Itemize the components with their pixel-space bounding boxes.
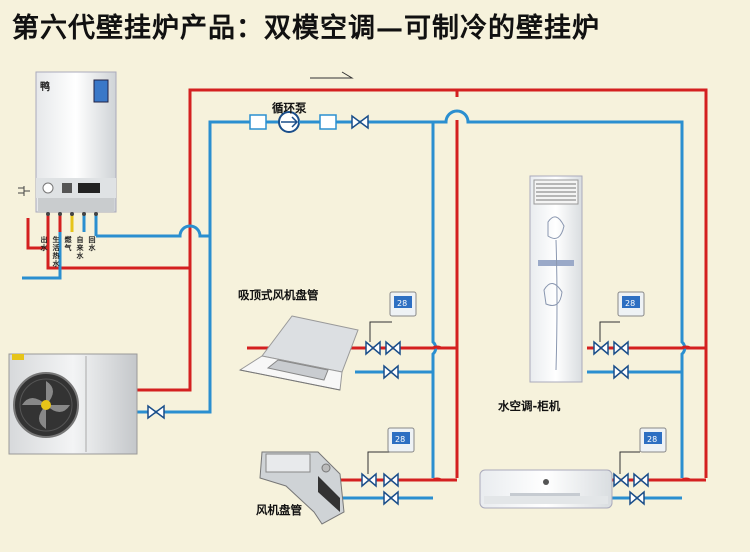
valve-fancoil-supply-b-icon (383, 472, 399, 488)
heat-pump-unit (8, 353, 138, 455)
wire-cassette (369, 321, 392, 342)
valve-cassette-return-icon (383, 364, 399, 380)
thermostats: 28 28 28 28 (387, 291, 667, 453)
fan-ring (19, 378, 73, 432)
port-dot (70, 212, 74, 216)
wall-ac-louver (484, 496, 608, 504)
valve-cabinet-return-icon (613, 364, 629, 380)
fancoil-top (265, 453, 311, 473)
valve-wall-return-icon (629, 490, 645, 506)
pump-valve-icon (351, 114, 369, 130)
wire-fancoil (367, 451, 390, 474)
pipe-crossovers (425, 345, 706, 482)
cabinet-body (529, 175, 583, 383)
thermostat-screen (392, 432, 410, 444)
pump-arrow-icon (281, 116, 299, 128)
return-heatpump (137, 236, 212, 414)
valves (147, 340, 649, 506)
cassette-label: 吸顶式风机盘管 (238, 288, 319, 302)
port-label-gas: 燃气 (64, 236, 72, 252)
return-riser-right (433, 109, 687, 478)
boiler-display (78, 183, 100, 193)
port-dot (82, 212, 86, 216)
fancoil-outlet-icon (318, 476, 340, 512)
supply-heatpump (137, 268, 192, 392)
valve-cassette-supply-b-icon (385, 340, 401, 356)
thermostat-screen (644, 432, 662, 444)
thermostat-fancoil: 28 (387, 427, 415, 453)
boiler-logo: 鸭 (40, 80, 50, 93)
valve-wall-supply-b-icon (633, 472, 649, 488)
fan-blades-icon (22, 381, 70, 429)
crossover-cassette (425, 345, 457, 350)
thermostat-cassette: 28 (389, 291, 417, 317)
heat-pump-logo (12, 354, 24, 360)
pump-fitting-right (319, 114, 337, 130)
valve-fancoil-supply-a-icon (361, 472, 377, 488)
crossover-fancoil (425, 477, 457, 482)
crossover-cabinet (674, 345, 706, 350)
port-label-cold: 自来水 (76, 236, 84, 260)
port-label-return: 回水 (88, 236, 96, 252)
thermostat-reading: 28 (625, 299, 635, 308)
port-dot (46, 212, 50, 216)
wall-ac-strip (510, 493, 580, 496)
fancoil-motor-icon (321, 463, 331, 473)
cabinet-flower-icon (547, 216, 565, 239)
thermostat-cabinet: 28 (617, 291, 645, 317)
wall-hung-boiler: 鸭 (18, 71, 117, 216)
control-wires (367, 321, 640, 474)
valve-cabinet-supply-b-icon (613, 340, 629, 356)
cabinet-label: 水空调-柜机 (498, 399, 561, 413)
boiler-bottom (38, 198, 114, 212)
boiler-energy-label (93, 79, 109, 103)
fancoil-label: 风机盘管 (256, 503, 302, 517)
return-boiler-loop (22, 218, 62, 280)
thermostat-wall: 28 (639, 427, 667, 453)
port-label-hotwater: 生活热水 (52, 236, 60, 268)
pump-fitting-left (249, 114, 267, 130)
valve-heatpump-icon (147, 404, 165, 420)
port-dot (94, 212, 98, 216)
boiler-knob-icon (42, 182, 54, 194)
fan-hub-icon (41, 400, 51, 410)
port-dot (58, 212, 62, 216)
cabinet-unit (529, 175, 583, 383)
wire-wall (619, 451, 640, 474)
thermostat-reading: 28 (397, 299, 407, 308)
crossover-wall (674, 477, 706, 482)
cassette-grille-icon (266, 359, 329, 381)
valve-cassette-supply-a-icon (365, 340, 381, 356)
flow-arrow (310, 71, 354, 79)
wall-ac-unit (479, 469, 613, 509)
pump-label: 循环泵 (272, 101, 307, 115)
page-title: 第六代壁挂炉产品：双模空调—可制冷的壁挂炉 (12, 13, 600, 44)
thermostat-screen (622, 296, 640, 308)
return-main-left (96, 120, 250, 238)
cassette-unit (238, 315, 359, 391)
cabinet-display (538, 260, 574, 266)
port-label-supply: 出水 (40, 236, 48, 252)
valve-cabinet-supply-a-icon (593, 340, 609, 356)
return-riser-left (425, 120, 438, 478)
cabinet-vent-slats-icon (536, 183, 576, 201)
thermostat-screen (394, 296, 412, 308)
supply-boiler-loop (26, 218, 48, 250)
boiler-plug-icon (18, 186, 30, 196)
wire-cabinet (599, 321, 620, 342)
circulation-pump (249, 111, 425, 133)
cabinet-stem-icon (555, 239, 558, 371)
cabinet-flower2-icon (543, 283, 563, 306)
thermostat-reading: 28 (647, 435, 657, 444)
valve-wall-supply-a-icon (613, 472, 629, 488)
wall-ac-logo-icon (543, 479, 549, 485)
boiler-button-icon (62, 183, 72, 193)
cassette-edge (239, 369, 341, 391)
thermostat-reading: 28 (395, 435, 405, 444)
valve-fancoil-return-icon (383, 490, 399, 506)
fancoil-unit (259, 451, 345, 525)
